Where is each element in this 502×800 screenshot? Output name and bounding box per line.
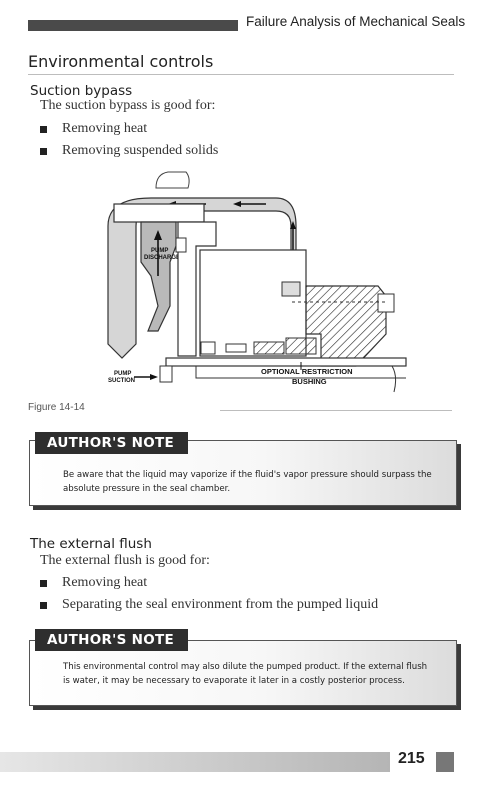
bullet-text: Removing heat: [62, 575, 148, 590]
authors-note-text: Be aware that the liquid may vaporize if…: [63, 468, 432, 496]
note-line: is water, it may be necessary to evapora…: [63, 676, 405, 686]
suction-bypass-heading: Suction bypass: [30, 83, 133, 99]
pump-suction-label: SUCTION: [108, 378, 135, 384]
seal-diagram: PUMP DISCHARGE PUMP SUCTION OPTIONAL RES…: [107, 171, 407, 393]
external-flush-heading: The external flush: [30, 536, 152, 552]
pump-casing-top: [113, 203, 205, 223]
authors-note-heading: AUTHOR'S NOTE: [35, 432, 189, 454]
discharge-arrow-icon: [154, 230, 162, 240]
footer-bar: [0, 752, 390, 772]
port-fitting: [281, 281, 301, 297]
suction-arrow-icon: [150, 374, 158, 380]
list-item: Removing suspended solids: [40, 143, 218, 159]
authors-note-text: This environmental control may also dilu…: [63, 660, 427, 688]
external-flush-intro: The external flush is good for:: [40, 553, 210, 568]
gland-nut: [377, 293, 395, 313]
bullet-square-icon: [40, 147, 47, 155]
bullet-text: Removing heat: [62, 121, 148, 136]
pump-discharge-label: PUMP: [151, 248, 168, 254]
bolt: [175, 237, 187, 253]
list-item: Removing heat: [40, 121, 147, 137]
seal-face: [253, 341, 285, 355]
bullet-square-icon: [40, 579, 47, 587]
authors-note-box: [29, 640, 457, 706]
bullet-text: Separating the seal environment from the…: [62, 597, 379, 612]
authors-note-heading: AUTHOR'S NOTE: [35, 629, 189, 651]
running-title: Failure Analysis of Mechanical Seals: [246, 14, 466, 29]
restriction-label: OPTIONAL RESTRICTION: [261, 367, 353, 376]
suction-bypass-intro: The suction bypass is good for:: [40, 98, 216, 113]
section-title: Environmental controls: [28, 52, 214, 71]
page-number: 215: [398, 750, 425, 767]
gland: [305, 285, 387, 367]
housing: [177, 221, 217, 357]
note-line: This environmental control may also dilu…: [63, 662, 428, 672]
pipe-fitting: [155, 171, 190, 189]
flow-arrow-left-icon: [233, 201, 241, 207]
pump-discharge-label: DISCHARGE: [144, 255, 180, 261]
footer-block: [436, 752, 454, 772]
restriction-label: BUSHING: [292, 377, 327, 386]
suction-port: [159, 365, 173, 383]
pump-suction-label: PUMP: [114, 371, 131, 377]
shaft: [165, 357, 407, 367]
figure-caption: Figure 14-14: [28, 402, 85, 413]
flow-arrow-up-icon: [290, 221, 296, 229]
spring: [200, 341, 216, 355]
bushing: [285, 337, 317, 355]
caption-rule: [220, 410, 452, 411]
bullet-square-icon: [40, 125, 47, 133]
header-bar: [28, 20, 238, 31]
section-rule: [28, 74, 454, 75]
bullet-square-icon: [40, 601, 47, 609]
list-item: Removing heat: [40, 575, 147, 591]
note-line: Be aware that the liquid may vaporize if…: [63, 470, 432, 480]
list-item: Separating the seal environment from the…: [40, 597, 378, 613]
note-line: absolute pressure in the seal chamber.: [63, 484, 231, 494]
bullet-text: Removing suspended solids: [62, 143, 219, 158]
seal-ring: [225, 343, 247, 353]
